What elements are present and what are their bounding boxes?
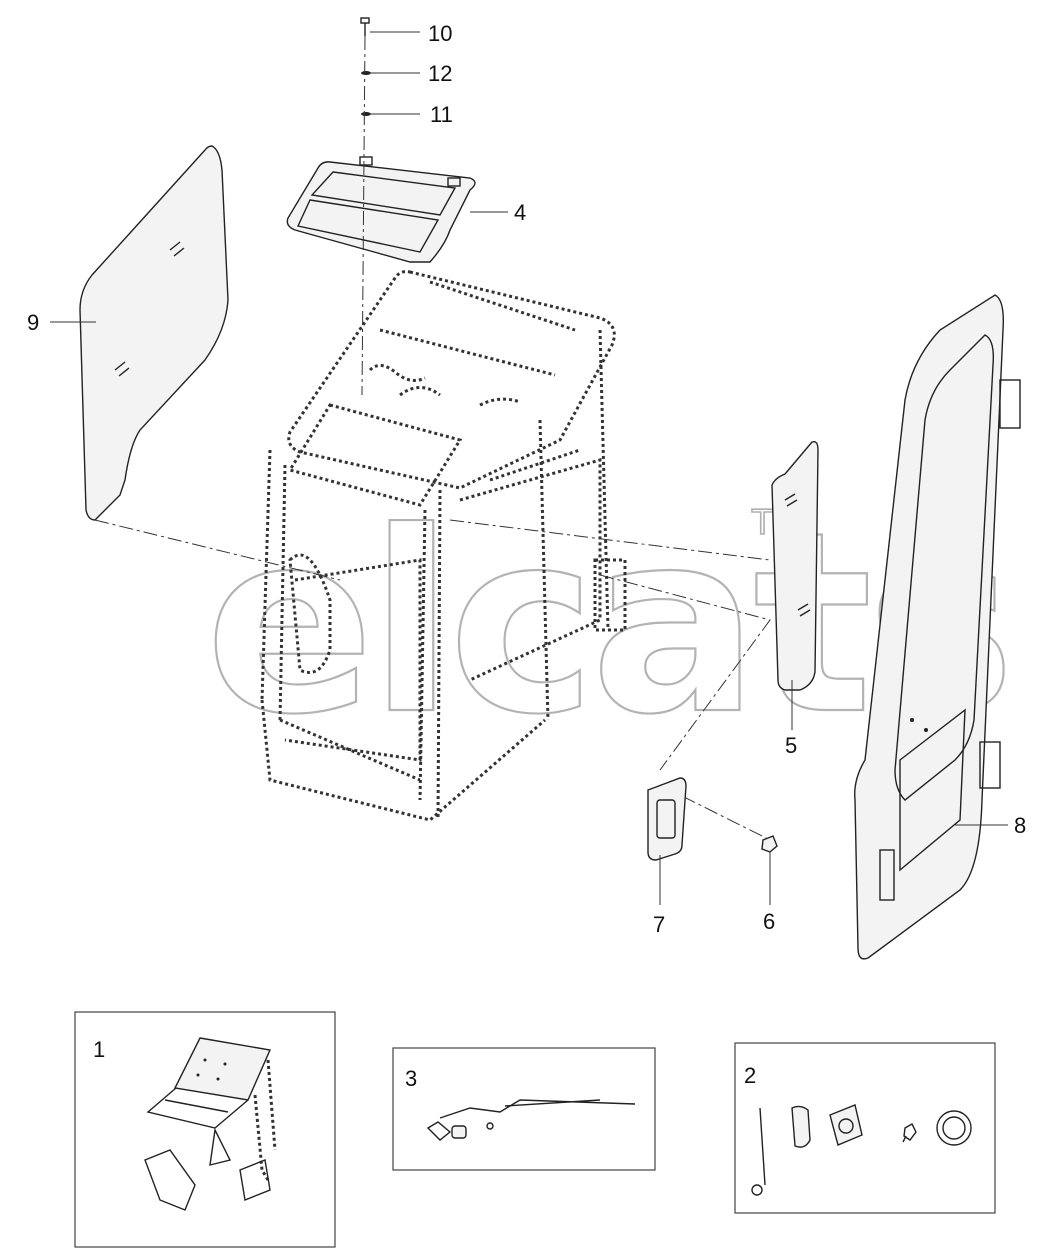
part-11-washer[interactable] bbox=[361, 112, 371, 116]
cab-frame bbox=[260, 270, 627, 822]
kit-1-cab-assembly-thumbnail bbox=[144, 1037, 277, 1211]
callout-labels: 10 12 11 4 9 5 8 7 6 bbox=[27, 21, 1026, 937]
callout-6[interactable]: 6 bbox=[763, 909, 775, 934]
kit-box-2[interactable]: 2 bbox=[734, 1042, 996, 1214]
callout-1[interactable]: 1 bbox=[93, 1037, 105, 1062]
callout-2[interactable]: 2 bbox=[744, 1063, 756, 1088]
callout-11[interactable]: 11 bbox=[430, 102, 453, 127]
callout-8[interactable]: 8 bbox=[1014, 813, 1026, 838]
kit-2-accessories-thumbnail bbox=[751, 1104, 972, 1196]
kit-box-3[interactable]: 3 bbox=[392, 1047, 656, 1171]
callout-12[interactable]: 12 bbox=[428, 61, 452, 86]
callout-9[interactable]: 9 bbox=[27, 310, 39, 335]
part-12-washer[interactable] bbox=[361, 71, 371, 75]
part-9-side-glass[interactable] bbox=[79, 145, 229, 521]
callout-3[interactable]: 3 bbox=[405, 1066, 417, 1091]
leader-lines bbox=[50, 31, 1008, 905]
callout-10[interactable]: 10 bbox=[428, 21, 452, 46]
part-10-bolt[interactable] bbox=[360, 17, 370, 36]
part-7-door-handle[interactable] bbox=[647, 777, 687, 861]
part-6-nut[interactable] bbox=[761, 835, 778, 853]
callout-5[interactable]: 5 bbox=[785, 733, 797, 758]
kit-box-1[interactable]: 1 bbox=[74, 1011, 336, 1248]
bolt-axis-line bbox=[361, 35, 366, 396]
callout-4[interactable]: 4 bbox=[514, 200, 526, 225]
part-5-rear-glass[interactable] bbox=[771, 440, 819, 691]
kit-3-wiper-thumbnail bbox=[426, 1099, 636, 1141]
callout-7[interactable]: 7 bbox=[653, 912, 665, 937]
part-4-roof-hatch[interactable] bbox=[286, 156, 476, 263]
part-8-door[interactable] bbox=[854, 294, 1021, 960]
